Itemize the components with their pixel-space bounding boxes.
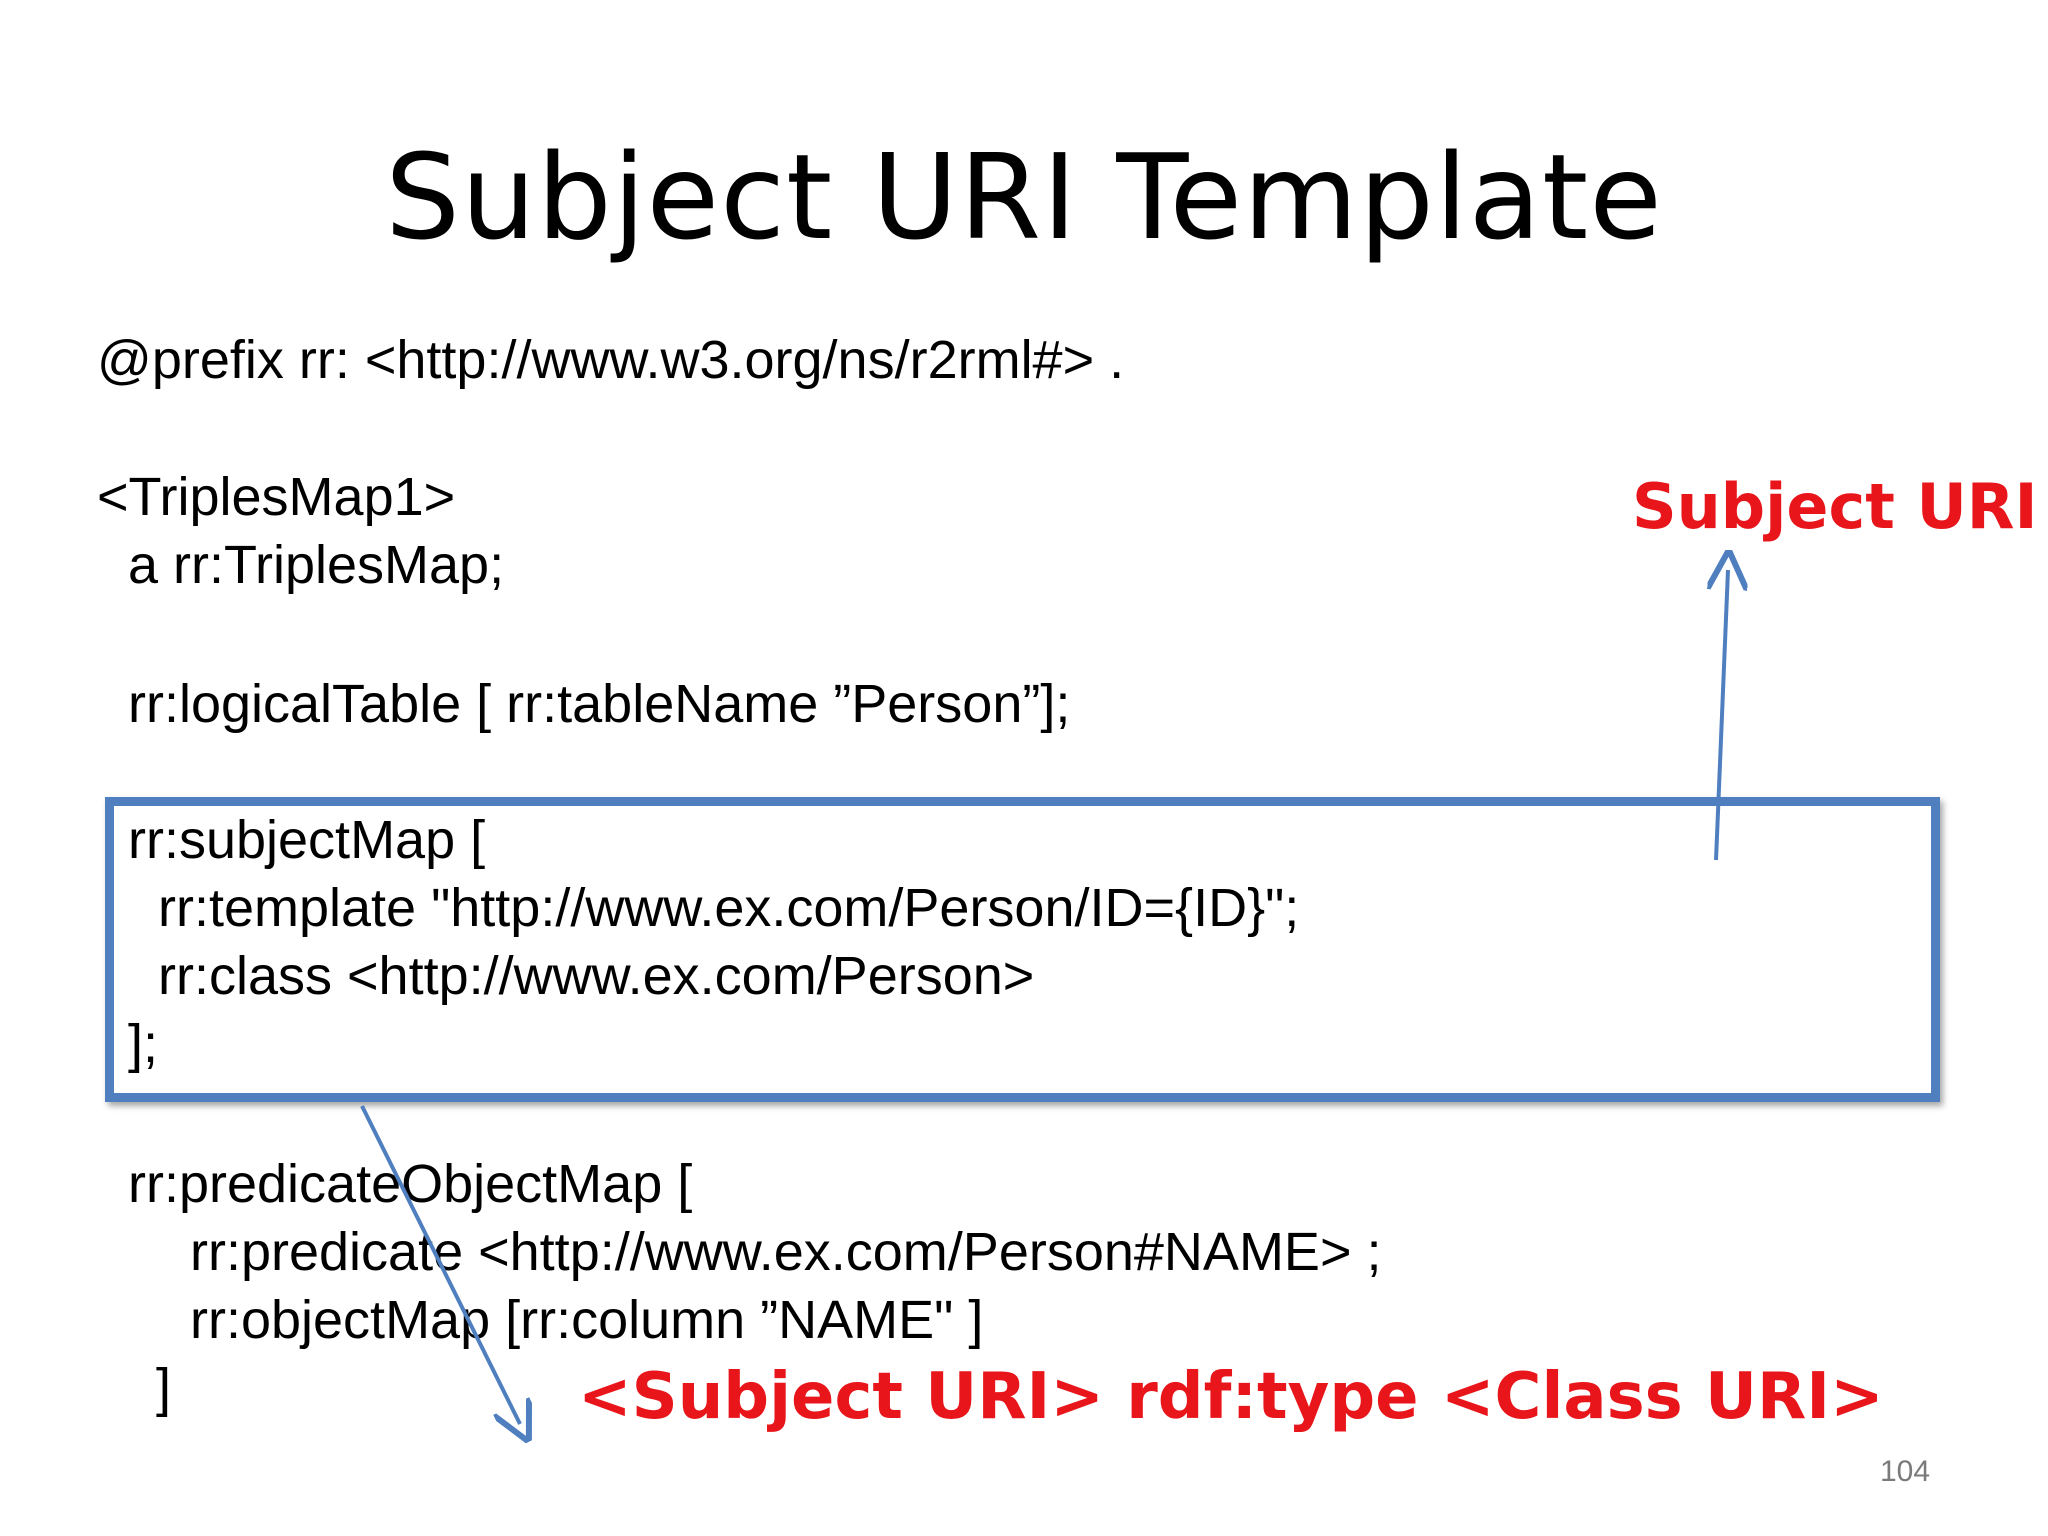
triple-arrow (360, 1105, 520, 1424)
logical-table-line: rr:logicalTable [ rr:tableName ”Person”]… (128, 674, 1071, 734)
predicate-object-map-close: ] (156, 1358, 172, 1418)
predicate-line: rr:predicate <http://www.ex.com/Person#N… (190, 1222, 1382, 1282)
class-line: rr:class <http://www.ex.com/Person> (158, 946, 1035, 1006)
subject-map-highlight-box (105, 797, 1940, 1102)
subject-map-open: rr:subjectMap [ (128, 810, 486, 870)
page-number: 104 (1880, 1455, 1931, 1488)
template-line: rr:template "http://www.ex.com/Person/ID… (158, 878, 1300, 938)
subject-uri-annotation: Subject URI (1632, 470, 2038, 543)
predicate-object-map-open: rr:predicateObjectMap [ (128, 1154, 693, 1214)
triple-annotation: <Subject URI> rdf:type <Class URI> (578, 1360, 1884, 1434)
object-map-line: rr:objectMap [rr:column ”NAME" ] (190, 1290, 984, 1350)
type-line: a rr:TriplesMap; (128, 535, 505, 595)
subject-uri-arrow (1716, 570, 1728, 861)
triples-map-name: <TriplesMap1> (97, 467, 456, 527)
subject-map-close: ]; (128, 1014, 159, 1074)
slide-title: Subject URI Template (385, 128, 1663, 266)
prefix-line: @prefix rr: <http://www.w3.org/ns/r2rml#… (97, 330, 1125, 390)
